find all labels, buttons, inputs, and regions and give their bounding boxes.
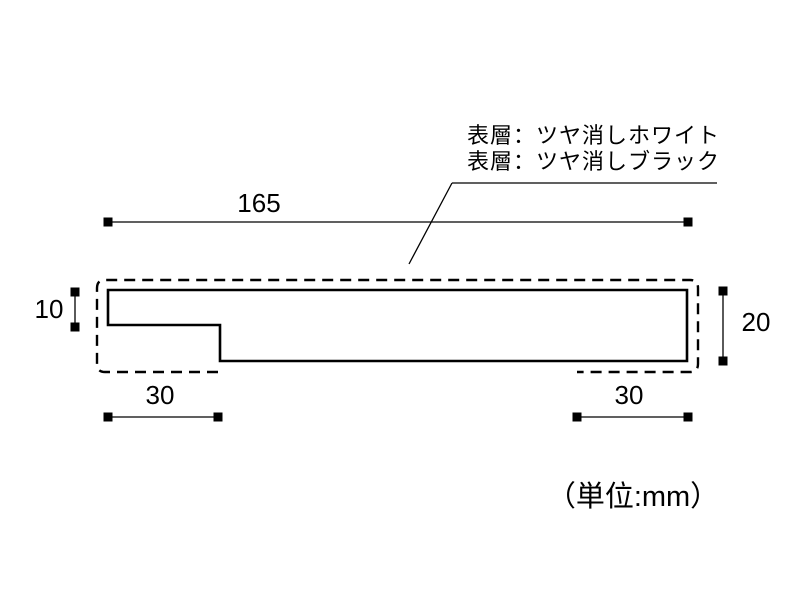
dimension-30-left-label: 30: [146, 380, 175, 410]
dimension-30-left: 30: [103, 380, 223, 422]
dimension-20-label: 20: [742, 307, 771, 337]
dimension-marker: [70, 322, 80, 332]
surface-layer-dashed-outline: [95, 278, 700, 374]
dimension-marker: [103, 412, 113, 422]
dimension-30-right: 30: [572, 380, 693, 422]
dimension-marker: [103, 217, 113, 227]
core-profile-outline: [106, 288, 689, 363]
dimension-marker: [213, 412, 223, 422]
dimension-marker: [572, 412, 582, 422]
dimension-30-right-label: 30: [615, 380, 644, 410]
dimension-10: 10: [35, 287, 80, 332]
dimension-marker: [683, 412, 693, 422]
dimension-165-label: 165: [237, 188, 280, 218]
dimension-165: 165: [103, 188, 693, 227]
dimension-20: 20: [718, 286, 771, 366]
surface-label-white: 表層：ツヤ消しホワイト: [467, 123, 720, 148]
dimension-marker: [683, 217, 693, 227]
dimension-10-label: 10: [35, 294, 64, 324]
unit-note: （単位:mm）: [547, 480, 719, 513]
dimension-marker: [70, 287, 80, 297]
leader-line: [408, 182, 717, 265]
dimension-marker: [718, 356, 728, 366]
dimension-marker: [718, 286, 728, 296]
surface-label-black: 表層：ツヤ消しブラック: [467, 149, 720, 174]
